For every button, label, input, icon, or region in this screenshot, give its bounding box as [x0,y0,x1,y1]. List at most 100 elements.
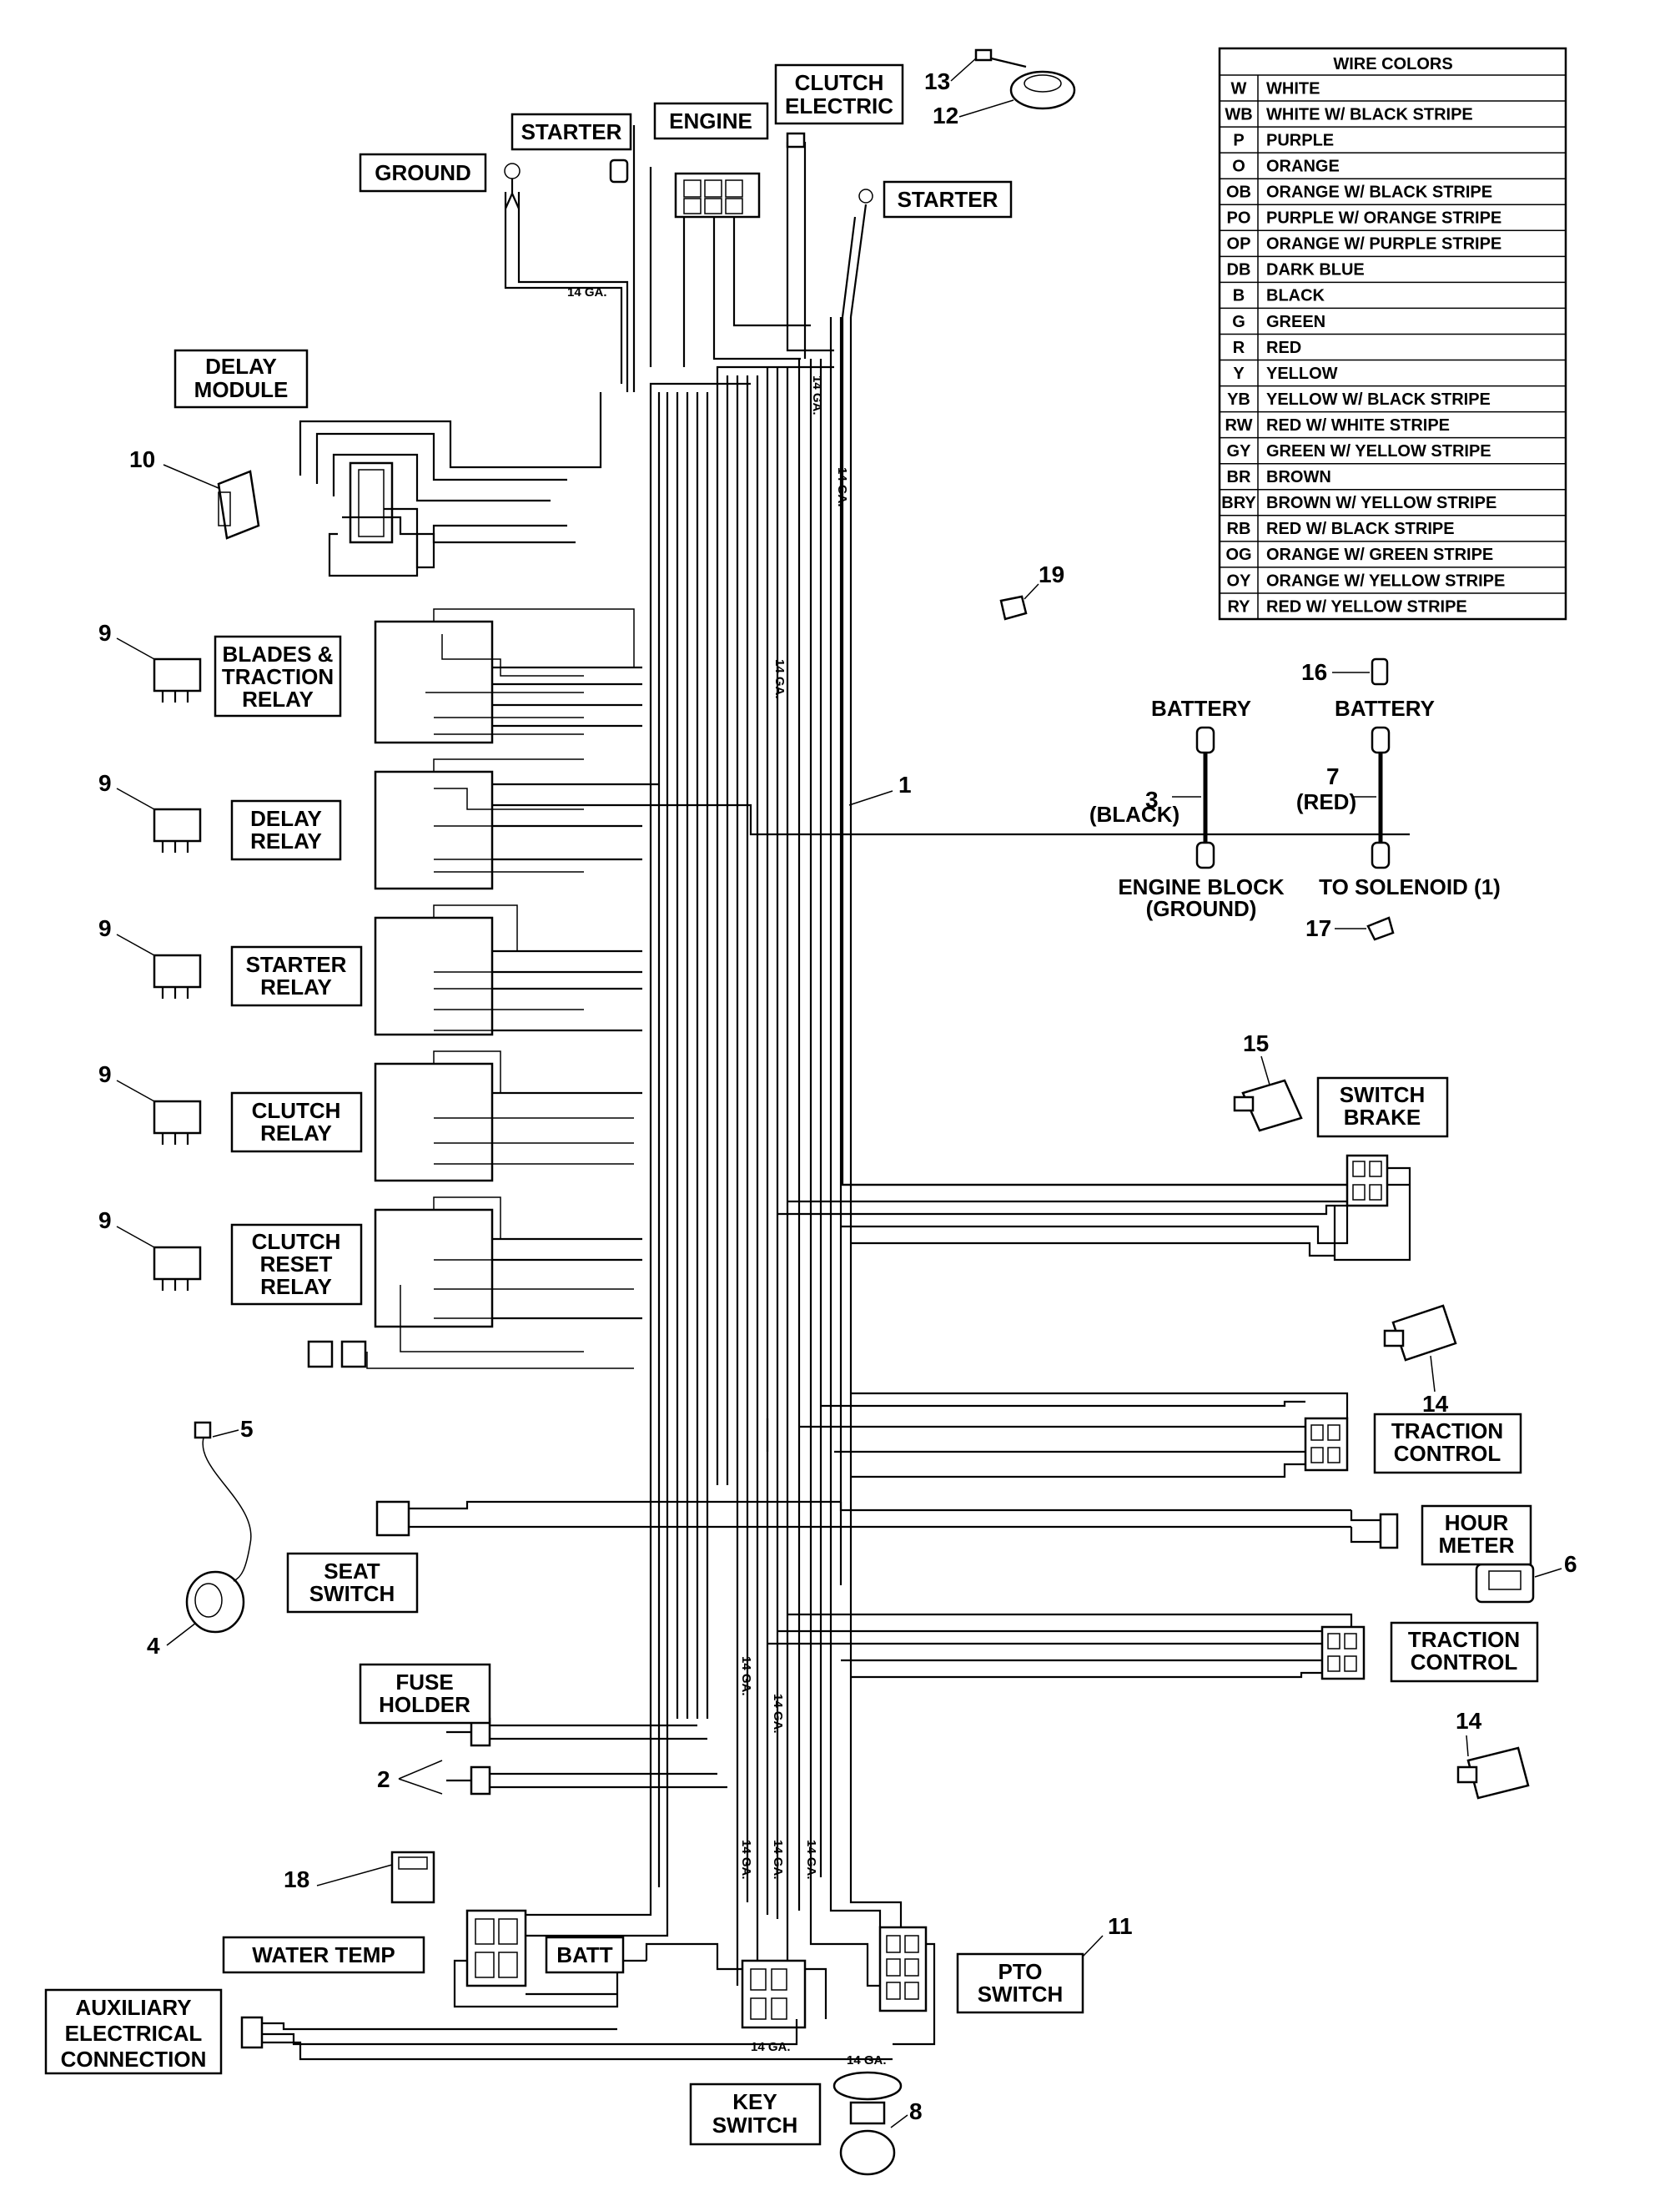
wire-color-name: BROWN [1266,468,1331,486]
svg-text:CONTROL: CONTROL [1394,1441,1501,1466]
starter-terminal-right [858,189,873,204]
label-clutch-relay: CLUTCH RELAY [230,1091,363,1153]
label-auxiliary-connection: AUXILIARY ELECTRICAL CONNECTION [44,1988,223,2075]
batt-connector [453,1881,669,2008]
svg-text:BATTERY: BATTERY [1151,696,1251,721]
gauge-label: 14 GA. [835,467,849,507]
callout-numbers: 1 2 3 4 5 6 7 8 9 9 9 9 9 10 11 12 13 14… [98,58,1577,2128]
callout-number: 13 [924,68,950,94]
wire-color-name: BROWN W/ YELLOW STRIPE [1266,494,1496,512]
svg-text:DELAY: DELAY [250,806,322,831]
gauge-label: 14 GA. [772,659,787,699]
wire-color-code: WB [1225,105,1252,123]
svg-text:MODULE: MODULE [194,377,289,402]
label-engine: ENGINE [653,102,769,140]
wire-color-name: PURPLE W/ ORANGE STRIPE [1266,209,1501,228]
ground-terminal [504,163,521,209]
svg-text:SWITCH: SWITCH [309,1581,395,1606]
callout-number: 3 [1145,787,1159,813]
wire-color-code: RB [1227,520,1251,538]
wire-color-name: WHITE [1266,79,1320,98]
wire-color-code: BRY [1221,494,1256,512]
seat-switch-connector [375,1500,1351,1537]
label-delay-module: DELAY MODULE [174,349,309,409]
gauge-label: 14 GA. [804,1840,818,1880]
callout-number: 6 [1564,1551,1577,1577]
svg-text:BLADES &: BLADES & [223,642,334,667]
gauge-label: 14 GA. [771,1694,785,1734]
svg-text:TRACTION: TRACTION [1408,1627,1520,1652]
svg-text:(GROUND): (GROUND) [1146,896,1257,921]
label-key-switch: KEY SWITCH [689,2083,822,2146]
gauge-labels: 14 GA. 14 GA. 14 GA. 14 GA. 14 GA. 14 GA… [567,285,887,2068]
label-water-temp: WATER TEMP [222,1936,425,1974]
label-pto-switch: PTO SWITCH [956,1952,1084,2014]
wire-color-code: DB [1227,261,1251,280]
relay-icon-1 [153,657,202,703]
svg-text:BATTERY: BATTERY [1335,696,1435,721]
callout-number: 9 [98,1061,112,1087]
clutch-part-12 [974,48,1076,110]
relay-clutch-box [374,1050,634,1182]
svg-text:STARTER: STARTER [246,952,347,977]
delay-module [299,392,602,577]
traction-control-part-14-bottom [1456,1746,1530,1800]
wire-color-name: BLACK [1266,287,1325,305]
svg-text:CONNECTION: CONNECTION [61,2047,207,2072]
relay-icon-2 [153,808,202,853]
svg-text:ELECTRIC: ELECTRIC [785,93,893,118]
wire-color-code: OP [1227,235,1251,254]
wire-color-code: P [1233,131,1244,149]
wire-color-name: ORANGE [1266,157,1340,175]
wire-color-name: RED W/ WHITE STRIPE [1266,416,1450,435]
battery-cable-labels: BATTERY (BLACK) ENGINE BLOCK (GROUND) BA… [1089,696,1501,921]
wire-color-name: GREEN W/ YELLOW STRIPE [1266,442,1491,461]
label-batt: BATT [545,1936,625,1974]
key-switch-connector [645,1898,827,2029]
wire-color-code: PO [1227,209,1251,228]
callout-number: 11 [1108,1913,1133,1939]
traction-control-2-connector [767,1613,1366,1680]
wire-color-name: YELLOW [1266,365,1338,383]
svg-text:AUXILIARY: AUXILIARY [75,1995,191,2020]
callout-number: 16 [1301,659,1327,685]
gauge-label: 14 GA. [751,2040,791,2054]
svg-text:RELAY: RELAY [260,1274,332,1299]
svg-text:WATER TEMP: WATER TEMP [252,1942,395,1967]
wire-color-name: RED [1266,339,1301,357]
callout-number: 9 [98,770,112,796]
svg-text:SWITCH: SWITCH [1340,1082,1426,1107]
label-starter-right: STARTER [883,180,1013,219]
svg-text:STARTER: STARTER [521,119,622,144]
callout-number: 8 [909,2098,923,2124]
gauge-label: 14 GA. [739,1840,753,1880]
wire-color-code: R [1233,339,1245,357]
switch-brake-connector [777,1154,1411,1262]
wire-color-name: WHITE W/ BLACK STRIPE [1266,105,1473,123]
wire-color-code: W [1231,79,1247,98]
svg-text:SWITCH: SWITCH [978,1982,1064,2007]
pto-switch-connector [809,1502,936,2046]
relay-icon-5 [153,1246,202,1291]
part-17 [1366,916,1395,941]
small-connector-left [307,1340,367,1368]
svg-text:ENGINE: ENGINE [669,108,752,133]
switch-brake-part-15 [1233,1079,1303,1132]
wire-color-name: ORANGE W/ YELLOW STRIPE [1266,572,1505,590]
callout-number: 4 [147,1633,160,1659]
svg-text:KEY: KEY [732,2089,777,2114]
wire-color-code: G [1232,313,1245,331]
callout-number: 9 [98,620,112,646]
wire-color-code: OB [1226,184,1251,202]
battery-cable-black-part-3 [1195,726,1215,869]
svg-text:CLUTCH: CLUTCH [252,1229,341,1254]
label-clutch-reset-relay: CLUTCH RESET RELAY [230,1223,363,1306]
wire-color-name: ORANGE W/ PURPLE STRIPE [1266,235,1501,254]
starter-connector-top [609,159,629,184]
relay-clutch-reset-box [366,1196,634,1369]
callout-number: 7 [1326,763,1340,789]
label-delay-relay: DELAY RELAY [230,799,342,861]
label-starter-top: STARTER [511,113,632,151]
part-19 [999,595,1028,621]
battery-cable-red-part-7 [1371,726,1391,869]
